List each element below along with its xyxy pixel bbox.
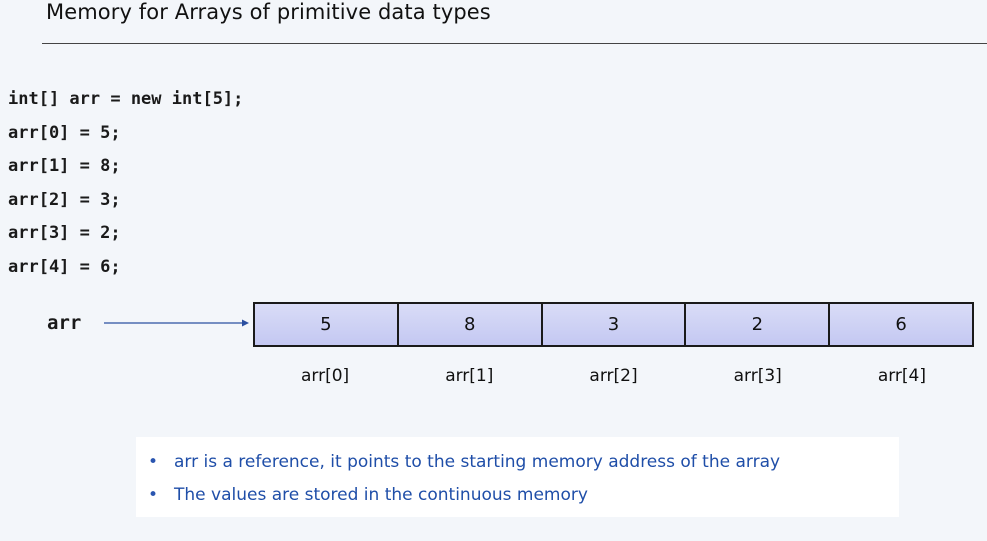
code-line: arr[1] = 8; [8, 156, 121, 176]
array-cell: 8 [398, 304, 543, 345]
reference-arrow-icon [104, 319, 249, 327]
note-text: The values are stored in the continuous … [174, 485, 588, 505]
array-cell: 3 [542, 304, 687, 345]
note-text: arr is a reference, it points to the sta… [174, 452, 781, 472]
code-line: arr[3] = 2; [8, 223, 121, 243]
reference-variable-label: arr [47, 312, 82, 334]
array-index-label: arr[4] [877, 366, 926, 386]
array-cell: 6 [830, 304, 972, 345]
note-item: • The values are stored in the continuous… [148, 482, 899, 515]
code-line: arr[0] = 5; [8, 122, 121, 143]
code-line: arr[4] = 6; [8, 256, 121, 277]
array-index-label: arr[0] [301, 366, 350, 386]
array-index-labels: arr[0] arr[1] arr[2] arr[3] arr[4] [253, 366, 974, 386]
array-memory-block: 5 8 3 2 6 [253, 302, 974, 347]
bullet-icon: • [148, 485, 159, 505]
code-block: int[] arr = new int[5]; arr[0] = 5; arr[… [8, 88, 243, 289]
array-index-label: arr[3] [733, 366, 782, 386]
title-divider [42, 43, 987, 44]
notes-box: • arr is a reference, it points to the st… [136, 437, 899, 517]
slide-title: Memory for Arrays of primitive data type… [46, 0, 491, 24]
array-cell: 2 [686, 304, 831, 345]
note-item: • arr is a reference, it points to the st… [148, 449, 899, 482]
array-index-label: arr[2] [589, 366, 638, 386]
array-index-label: arr[1] [445, 366, 494, 386]
code-line: int[] arr = new int[5]; [8, 89, 244, 109]
array-cell: 5 [255, 304, 399, 345]
bullet-icon: • [148, 452, 159, 472]
code-line: arr[2] = 3; [8, 189, 121, 210]
